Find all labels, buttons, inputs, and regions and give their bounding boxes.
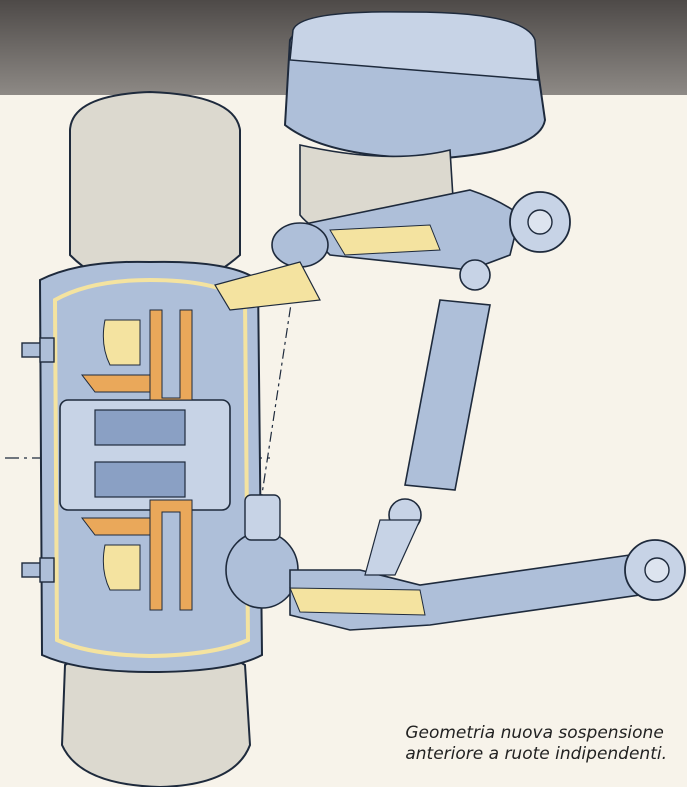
rim-yellow-outline bbox=[52, 277, 251, 659]
caption-line-1: Geometria nuova sospensione bbox=[405, 723, 664, 743]
brake-shoe-lower bbox=[80, 517, 151, 536]
caliper-upper bbox=[102, 319, 141, 366]
upper-knuckle-arm bbox=[214, 261, 321, 311]
caliper-lower bbox=[102, 544, 141, 591]
air-spring-cap bbox=[289, 11, 539, 81]
wheel-bolts bbox=[21, 337, 55, 583]
caption-line-2: anteriore a ruote indipendenti. bbox=[405, 744, 667, 764]
lower-arm-yellow bbox=[289, 587, 426, 616]
upper-arm-yellow bbox=[329, 224, 441, 256]
shock-top-mount bbox=[459, 259, 491, 291]
lower-ball-joint bbox=[225, 531, 299, 609]
shock-absorber-body bbox=[404, 299, 491, 491]
tyre-upper bbox=[69, 90, 241, 292]
figure-caption: Geometria nuova sospensione anteriore a … bbox=[405, 723, 667, 765]
lower-ball-joint-stud bbox=[244, 494, 281, 541]
brake-shoe-upper bbox=[80, 374, 151, 393]
shock-link bbox=[364, 519, 421, 576]
upper-arm-bushing-core bbox=[527, 209, 553, 235]
upper-ball-joint bbox=[271, 222, 329, 268]
bearing-upper bbox=[94, 409, 186, 446]
brake-disc-upper bbox=[149, 309, 193, 401]
brake-disc-lower bbox=[149, 499, 193, 611]
lower-arm-bushing-core bbox=[644, 557, 670, 583]
bearing-lower bbox=[94, 461, 186, 498]
